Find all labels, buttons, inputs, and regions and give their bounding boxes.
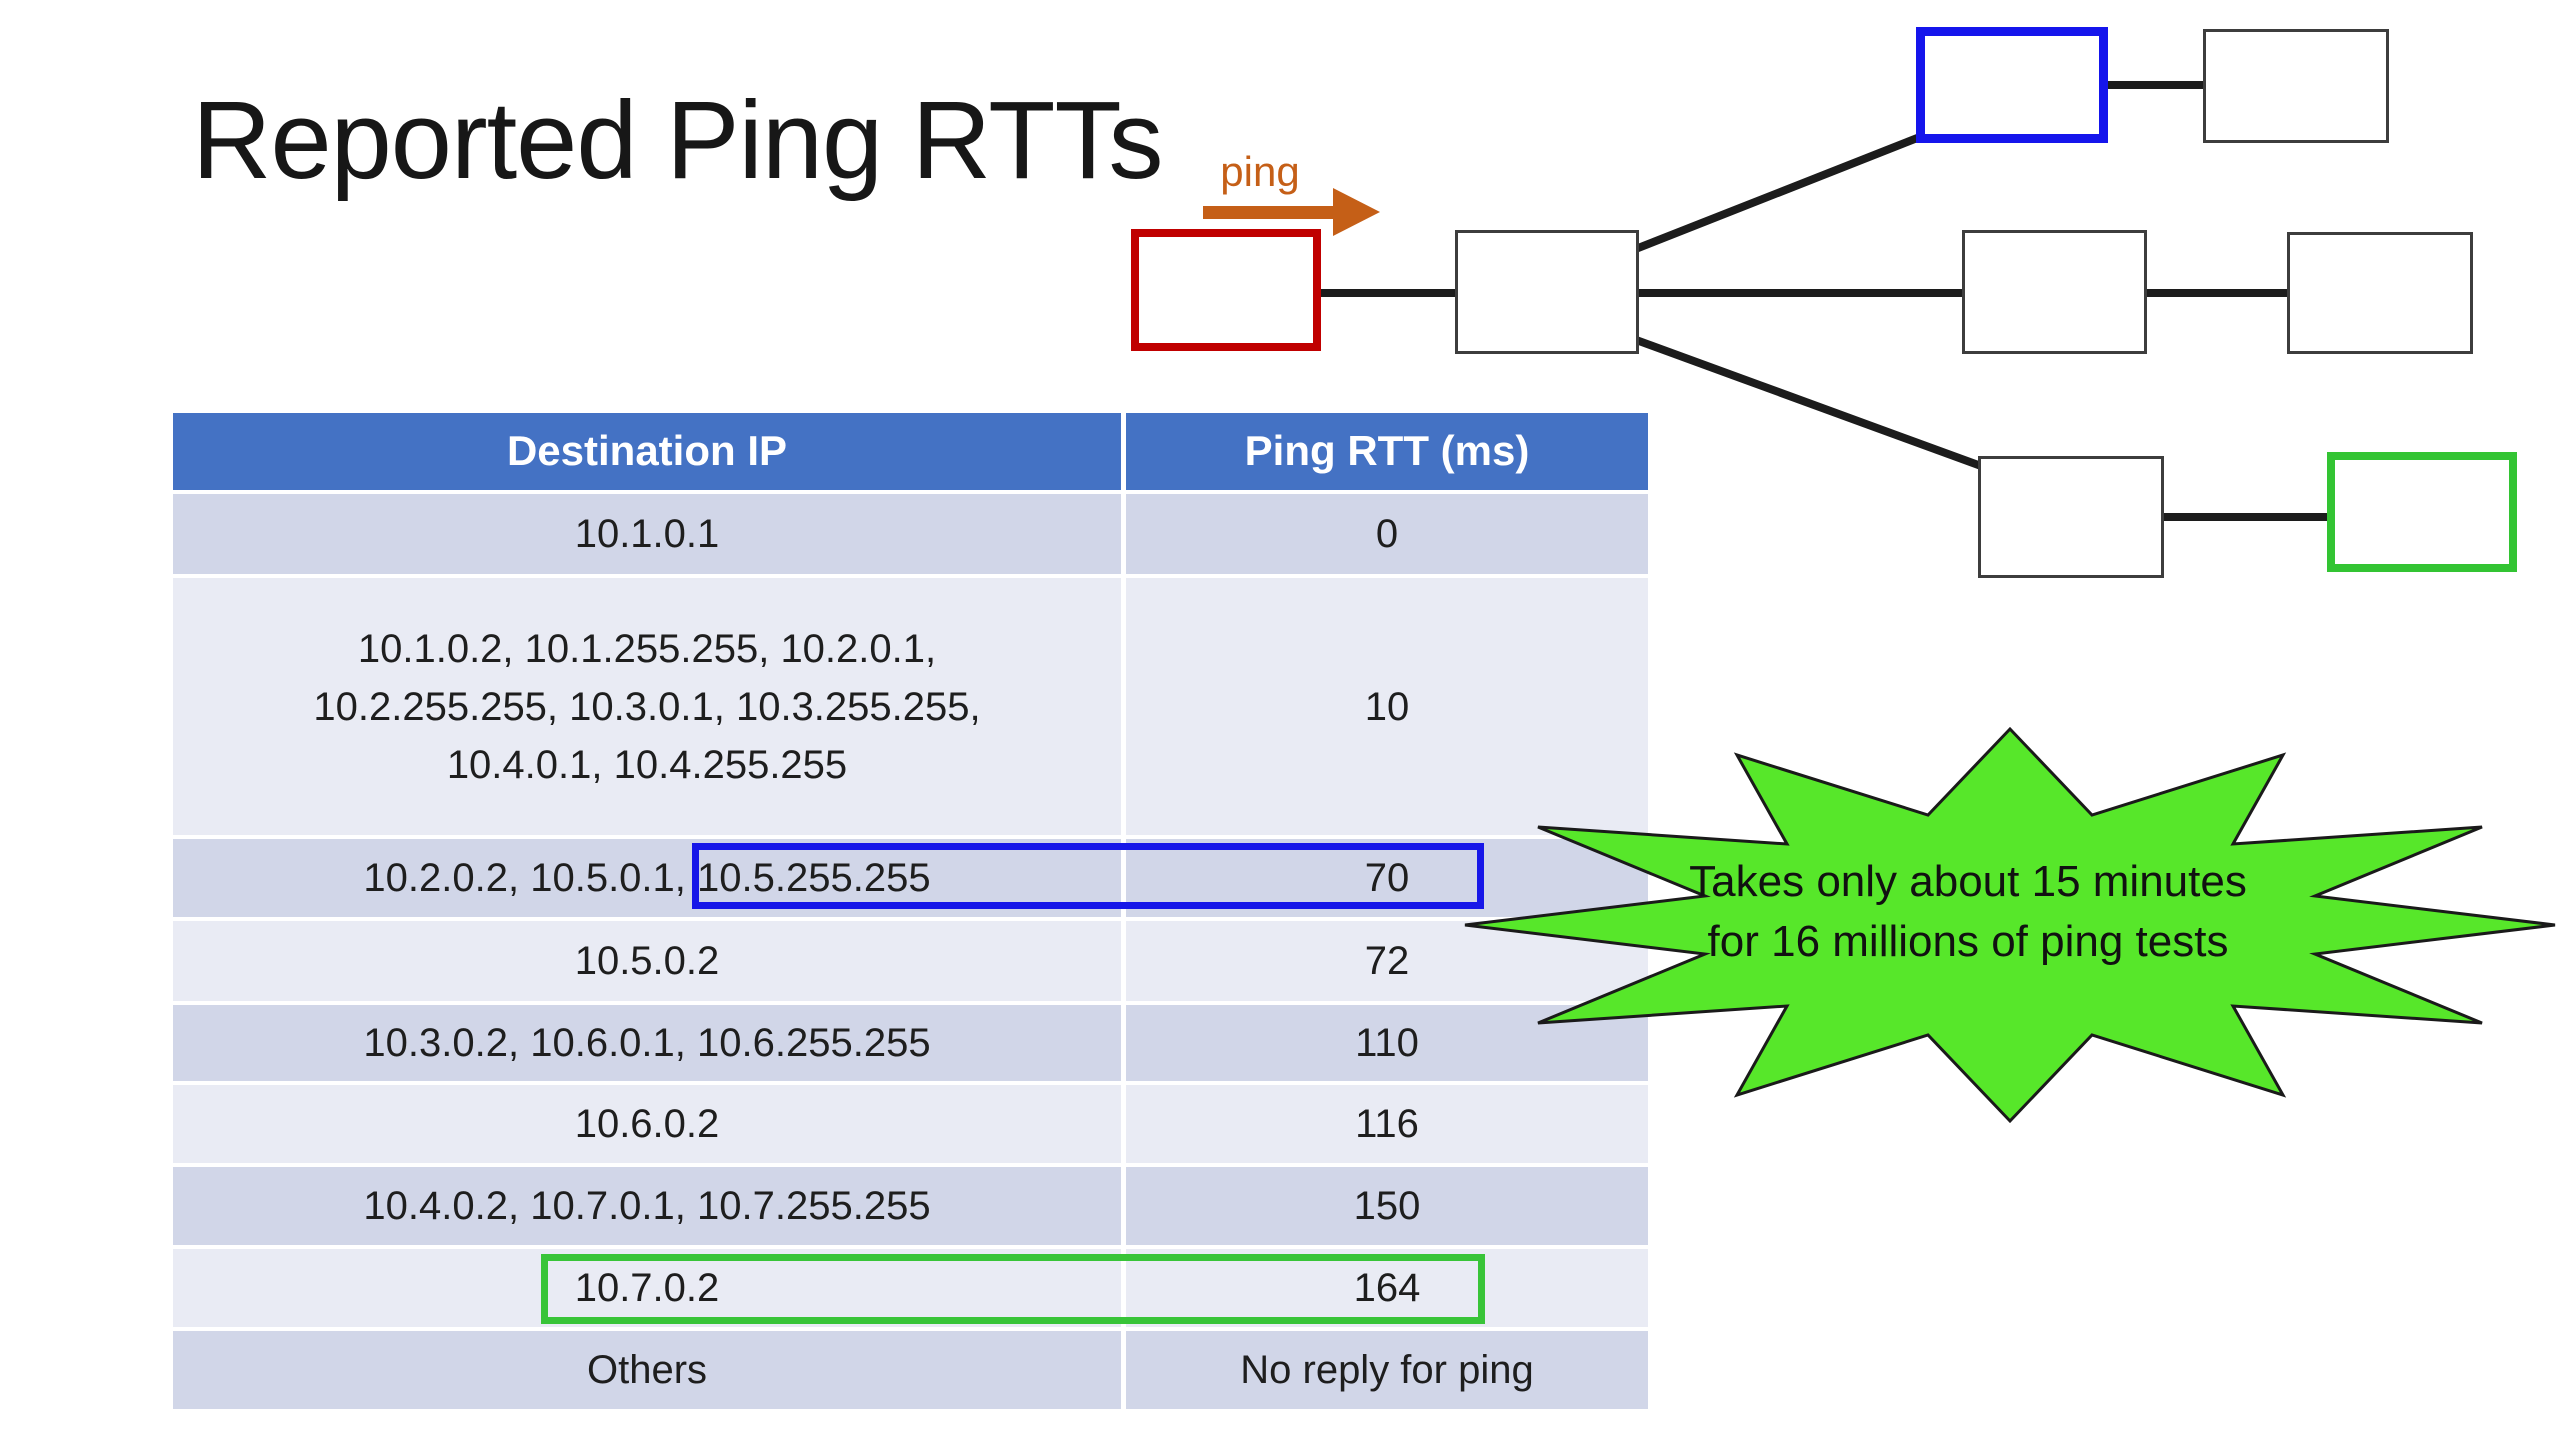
cell-rtt: 164 bbox=[1126, 1249, 1648, 1327]
cell-ip: 10.1.0.2, 10.1.255.255, 10.2.0.1, 10.2.2… bbox=[173, 578, 1121, 835]
header-ping-rtt: Ping RTT (ms) bbox=[1126, 413, 1648, 490]
table-header-row: Destination IP Ping RTT (ms) bbox=[173, 413, 1648, 490]
cell-ip: 10.5.0.2 bbox=[173, 921, 1121, 1001]
cell-rtt: 116 bbox=[1126, 1085, 1648, 1163]
table-row: 10.7.0.2 164 bbox=[173, 1249, 1648, 1327]
ping-rtt-table: Destination IP Ping RTT (ms) 10.1.0.1 0 … bbox=[173, 413, 1648, 1413]
node-host-bottom-green bbox=[2327, 452, 2517, 572]
green-highlight-rect bbox=[541, 1254, 1485, 1324]
table-row: Others No reply for ping bbox=[173, 1331, 1648, 1409]
header-destination-ip: Destination IP bbox=[173, 413, 1121, 490]
table-row: 10.6.0.2 116 bbox=[173, 1085, 1648, 1163]
cell-rtt: No reply for ping bbox=[1126, 1331, 1648, 1409]
blue-highlight-rect bbox=[692, 843, 1484, 909]
table-row: 10.1.0.1 0 bbox=[173, 494, 1648, 574]
table-row: 10.1.0.2, 10.1.255.255, 10.2.0.1, 10.2.2… bbox=[173, 578, 1648, 835]
callout-line-1: Takes only about 15 minutes bbox=[1689, 857, 2247, 906]
cell-ip: 10.4.0.2, 10.7.0.1, 10.7.255.255 bbox=[173, 1167, 1121, 1245]
callout-line-2: for 16 millions of ping tests bbox=[1707, 917, 2229, 966]
cell-rtt: 150 bbox=[1126, 1167, 1648, 1245]
node-router-top-blue bbox=[1916, 27, 2108, 143]
cell-rtt: 110 bbox=[1126, 1005, 1648, 1081]
callout-text: Takes only about 15 minutes for 16 milli… bbox=[1628, 852, 2308, 972]
cell-ip: 10.7.0.2 bbox=[173, 1249, 1121, 1327]
table-row: 10.3.0.2, 10.6.0.1, 10.6.255.255 110 bbox=[173, 1005, 1648, 1081]
page-title: Reported Ping RTTs bbox=[192, 79, 1163, 202]
table-row: 10.4.0.2, 10.7.0.1, 10.7.255.255 150 bbox=[173, 1167, 1648, 1245]
node-router-bottom bbox=[1978, 456, 2164, 578]
cell-ip: Others bbox=[173, 1331, 1121, 1409]
node-hub bbox=[1455, 230, 1639, 354]
cell-rtt: 0 bbox=[1126, 494, 1648, 574]
node-host-mid bbox=[2287, 232, 2473, 354]
node-pinger-red bbox=[1131, 229, 1321, 351]
node-router-mid bbox=[1962, 230, 2147, 354]
cell-ip: 10.2.0.2, 10.5.0.1, 10.5.255.255 bbox=[173, 839, 1121, 917]
table-row: 10.5.0.2 72 bbox=[173, 921, 1648, 1001]
cell-rtt: 10 bbox=[1126, 578, 1648, 835]
ping-label: ping bbox=[1220, 148, 1300, 195]
cell-ip: 10.6.0.2 bbox=[173, 1085, 1121, 1163]
cell-ip: 10.3.0.2, 10.6.0.1, 10.6.255.255 bbox=[173, 1005, 1121, 1081]
cell-ip: 10.1.0.1 bbox=[173, 494, 1121, 574]
cell-rtt: 72 bbox=[1126, 921, 1648, 1001]
node-host-top bbox=[2203, 29, 2389, 143]
